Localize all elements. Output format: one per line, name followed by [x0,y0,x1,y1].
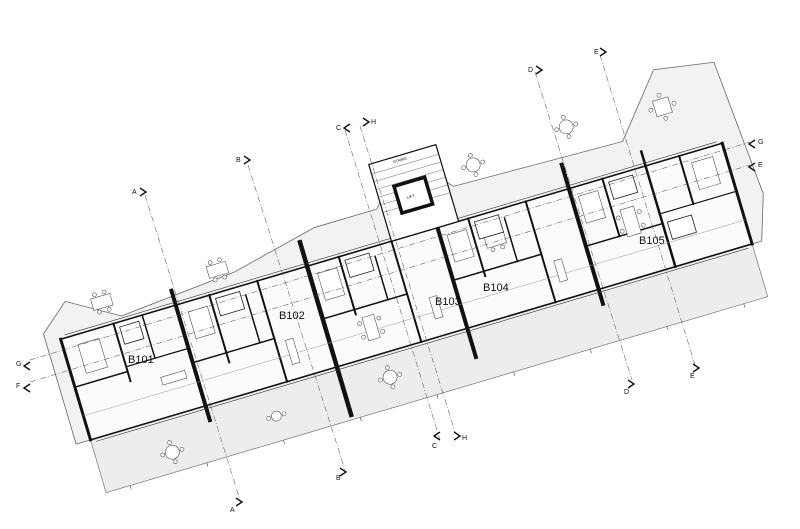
section-marker-icon [235,497,244,507]
bed-icon [77,337,108,374]
furniture [77,92,721,464]
grid-marker-letters: A B C H D E G E G F A B C H D E [16,49,763,514]
section-marker-icon [362,117,371,127]
section-marker-icon [453,431,462,441]
section-marker-icon [627,379,636,389]
unit-label-b102: B102 [279,310,305,322]
outdoor-table-icon [554,115,579,139]
lift-shaft [391,175,435,216]
stair-lift-core: STAIRS LIFT [368,143,460,242]
terrace-ticks [129,303,746,490]
grid-marker-g-left: G [16,361,21,368]
unit-label-b101: B101 [128,354,154,366]
grid-marker-d-bottom: D [624,389,629,396]
grid-marker-e-bottom: E [690,373,695,380]
sofa-icon [284,337,301,365]
section-marker-icon [22,361,31,371]
section-marker-icon [599,47,608,57]
grid-marker-c-top: C [336,125,341,132]
section-marker-icon [243,155,252,165]
grid-marker-b-top: B [236,157,241,164]
outdoor-table-icon [160,440,185,464]
bed-icon [317,267,346,301]
lift-label: LIFT [406,193,416,200]
unit-label-b104: B104 [483,282,509,294]
outdoor-table-icon [461,153,485,177]
wet-areas [119,174,697,345]
bed-icon [446,229,475,263]
dining-table-icon [90,289,114,315]
grid-lines [29,54,751,501]
grid-marker-b-bottom: B [336,475,341,482]
unit-label-b103: B103 [435,296,461,308]
sofa-icon [428,295,444,320]
dining-table-icon [615,205,646,238]
bed-icon [187,305,216,340]
grid-marker-e-right: E [758,162,763,169]
dining-table-icon [648,92,677,121]
grid-marker-a-bottom: A [230,507,235,514]
section-marker-icon [535,65,544,75]
grid-marker-f-left: F [16,383,20,390]
dining-table-icon [205,257,230,283]
section-marker-icon [342,123,351,133]
grid-marker-a-top: A [132,189,137,196]
sofa-icon [160,369,188,386]
section-marker-icon [339,467,348,477]
grid-marker-d-top: D [528,67,533,74]
dining-table-icon [357,314,385,342]
outdoor-table-icon [266,410,287,422]
unit-label-b105: B105 [639,235,665,247]
grid-marker-h-top: H [371,119,376,126]
section-marker-icon [22,383,31,393]
section-marker-icon [747,139,756,149]
section-marker-icon [139,187,148,197]
grid-marker-c-bottom: C [432,443,437,450]
bed-icon [578,190,606,224]
grid-marker-g-right: G [758,139,763,146]
unit-labels: B101 B102 B103 B104 B105 [128,235,665,366]
section-markers [22,47,756,507]
bed-icon [691,156,721,190]
section-marker-icon [432,431,441,441]
outdoor-table-icon [378,365,402,390]
stairs-label: STAIRS [392,156,407,165]
grid-marker-e-top: E [594,49,599,56]
sofa-icon [553,258,568,283]
interior-partitions [73,154,738,389]
section-marker-icon [692,363,701,373]
grid-marker-h-bottom: H [462,435,467,442]
building-plan: STAIRS LIFT [43,61,769,494]
section-marker-icon [747,162,756,172]
